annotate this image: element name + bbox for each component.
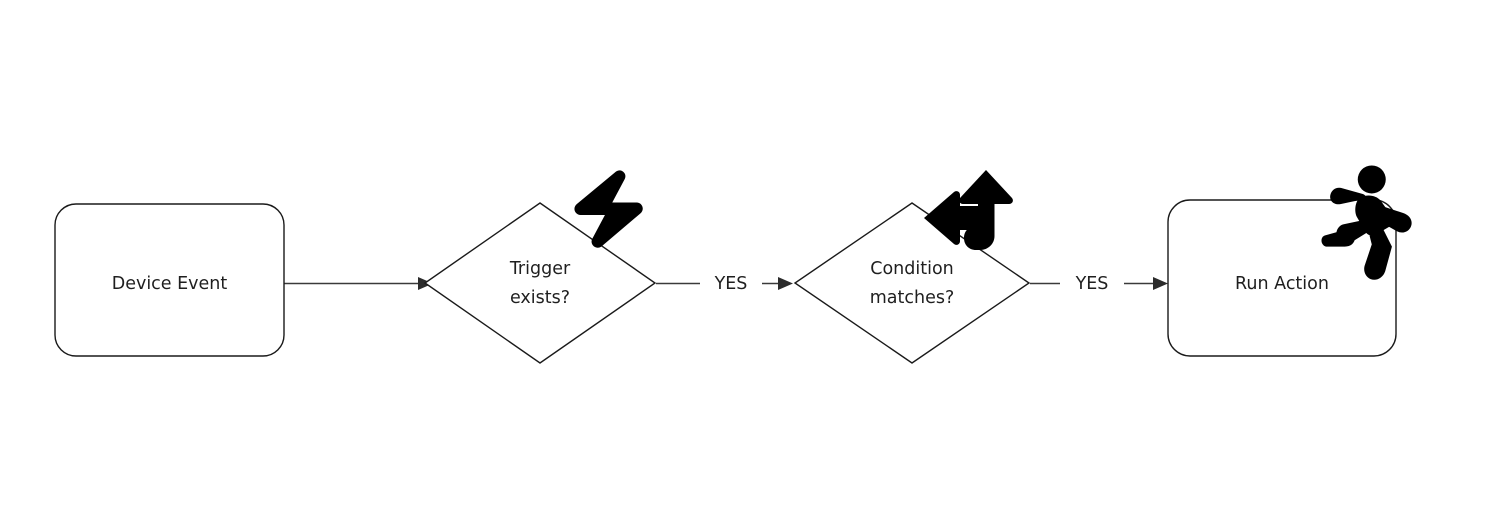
edge-trigger-to-condition: YES [656,274,793,294]
runner-front-arm [1376,206,1412,233]
running-person-icon [1321,165,1412,280]
trigger-exists-label-line2: exists? [510,288,570,308]
trigger-exists-label-line1: Trigger [509,259,571,279]
edge-event-to-trigger [284,277,433,290]
lightning-bolt-path [574,170,643,248]
runner-front-leg [1364,228,1392,280]
edge-condition-to-action: YES [1030,274,1168,294]
device-event-shape[interactable] [54,203,285,357]
branch-arrow-up-head [959,170,1013,204]
arrowhead-into-run-action [1153,277,1168,290]
runner-head [1357,165,1386,194]
arrowhead-into-condition [778,277,793,290]
condition-matches-label-line2: matches? [870,288,955,308]
condition-matches-label-line1: Condition [870,259,954,279]
runner-rear-foot [1321,229,1355,247]
lightning-bolt-icon [574,170,643,248]
runner-back-arm [1330,187,1367,205]
branch-arrow-left-head [924,191,960,245]
device-event-label: Device Event [112,274,228,294]
edge-label-yes-2: YES [1075,274,1109,294]
branch-arrow-icon [924,170,1013,250]
edge-label-yes-1: YES [714,274,748,294]
run-action-label: Run Action [1235,274,1329,294]
node-device-event[interactable]: Device Event [54,203,285,357]
